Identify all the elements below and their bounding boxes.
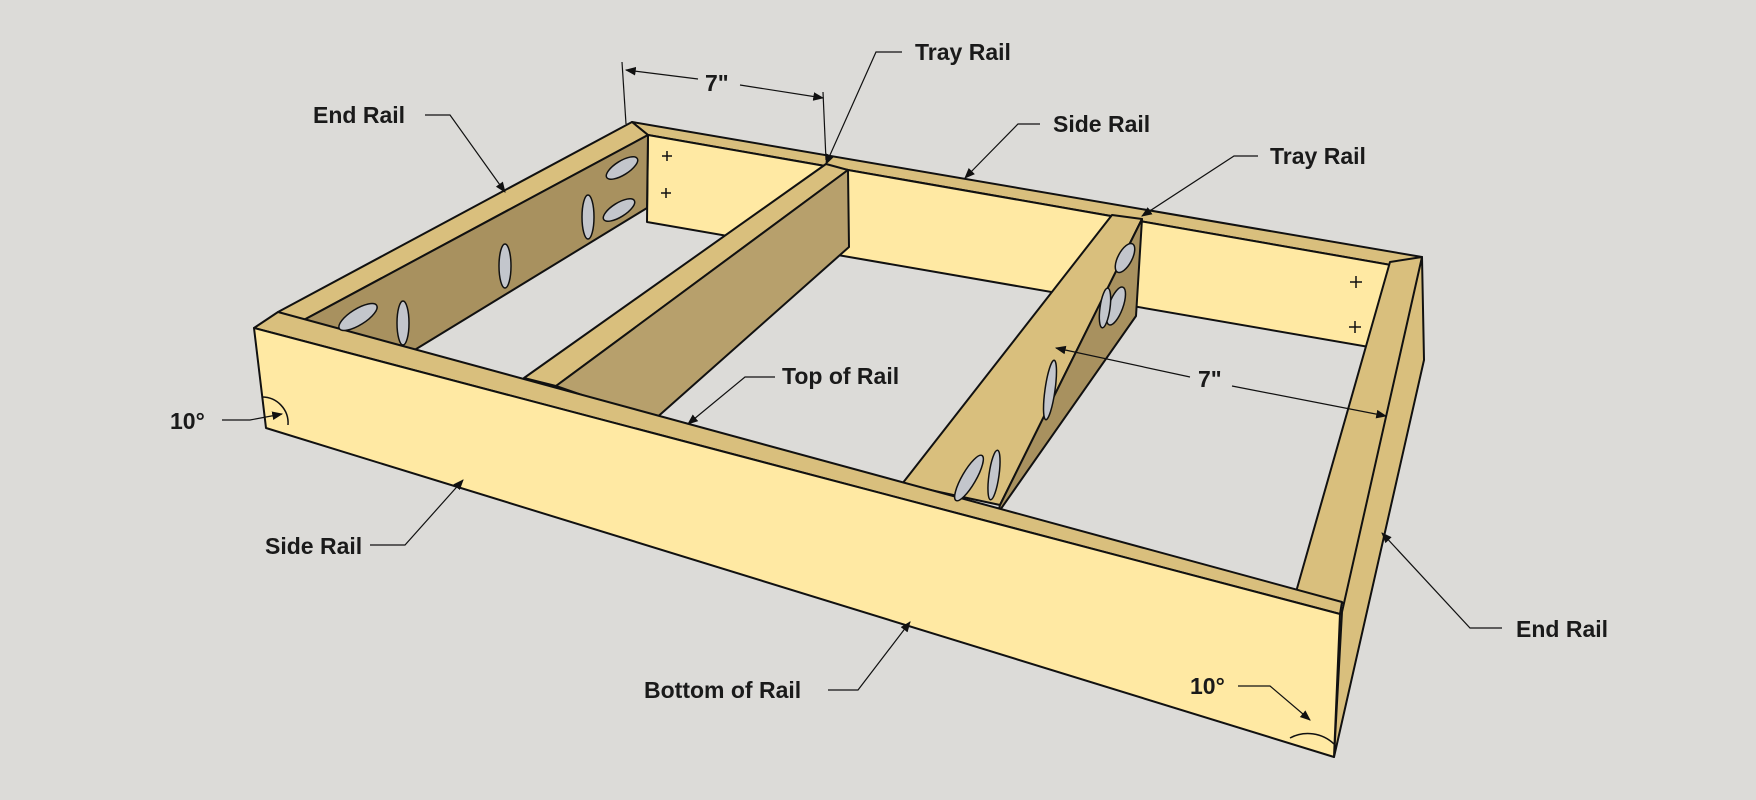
dimension-extension-right	[822, 91, 827, 161]
front-side-rail	[253, 311, 1343, 758]
label-tray-rail-top: Tray Rail	[915, 39, 1011, 65]
pocket-hole	[498, 243, 512, 289]
label-bottom-of-rail: Bottom of Rail	[644, 677, 801, 703]
screw-marks	[661, 151, 1362, 333]
left-end-rail	[277, 121, 649, 355]
callouts: End Rail 7" Tray Rail Side Rail Tray Rai…	[170, 39, 1608, 703]
pocket-hole	[338, 302, 378, 332]
pocket-hole	[605, 156, 639, 180]
label-end-rail-left: End Rail	[313, 102, 405, 128]
pocket-hole	[602, 198, 636, 222]
label-side-rail-front: Side Rail	[265, 533, 362, 559]
front-side-rail-outer-face	[253, 327, 1341, 758]
leader-angle-right	[1238, 685, 1311, 721]
leader-side-rail-front	[370, 479, 464, 546]
angle-arc-right	[1289, 732, 1335, 745]
dimension-line-top-left	[624, 66, 699, 80]
leader-end-rail-right	[1381, 532, 1502, 629]
pocket-hole	[1098, 287, 1112, 329]
label-top-of-rail: Top of Rail	[782, 363, 899, 389]
pocket-hole	[581, 194, 595, 240]
leader-tray-rail-top	[825, 51, 902, 165]
label-end-rail-right: End Rail	[1516, 616, 1608, 642]
dimension-line-mid-right	[1231, 385, 1388, 419]
label-dimension-top: 7"	[705, 70, 729, 96]
pocket-hole	[953, 454, 985, 502]
pocket-hole	[396, 300, 410, 346]
dimension-lines	[621, 61, 1388, 419]
leader-angle-left	[222, 411, 284, 421]
pocket-hole	[1114, 242, 1136, 274]
leader-end-rail-left	[425, 114, 506, 193]
leader-side-rail-back	[964, 123, 1040, 179]
pocket-holes	[338, 156, 1136, 502]
angle-arcs	[261, 396, 1335, 745]
leader-top-of-rail	[687, 376, 775, 425]
label-tray-rail-right: Tray Rail	[1270, 143, 1366, 169]
left-tray-rail	[523, 163, 850, 421]
screw-mark	[1349, 321, 1361, 333]
label-angle-right: 10°	[1190, 673, 1225, 699]
label-side-rail-back: Side Rail	[1053, 111, 1150, 137]
leader-tray-rail-right	[1141, 155, 1258, 217]
angle-arc-left	[261, 396, 289, 426]
pocket-hole	[1042, 359, 1058, 421]
leader-lines	[222, 51, 1502, 721]
screw-mark	[661, 188, 671, 198]
leader-bottom-of-rail	[828, 621, 911, 691]
dimension-line-mid-left	[1054, 345, 1191, 378]
label-dimension-middle: 7"	[1198, 366, 1222, 392]
screw-mark	[1350, 276, 1362, 288]
dimension-extension-left	[621, 61, 627, 125]
pocket-hole	[987, 449, 1001, 501]
dimension-line-top-right	[739, 84, 825, 101]
screw-mark	[662, 151, 672, 161]
label-angle-left: 10°	[170, 408, 205, 434]
